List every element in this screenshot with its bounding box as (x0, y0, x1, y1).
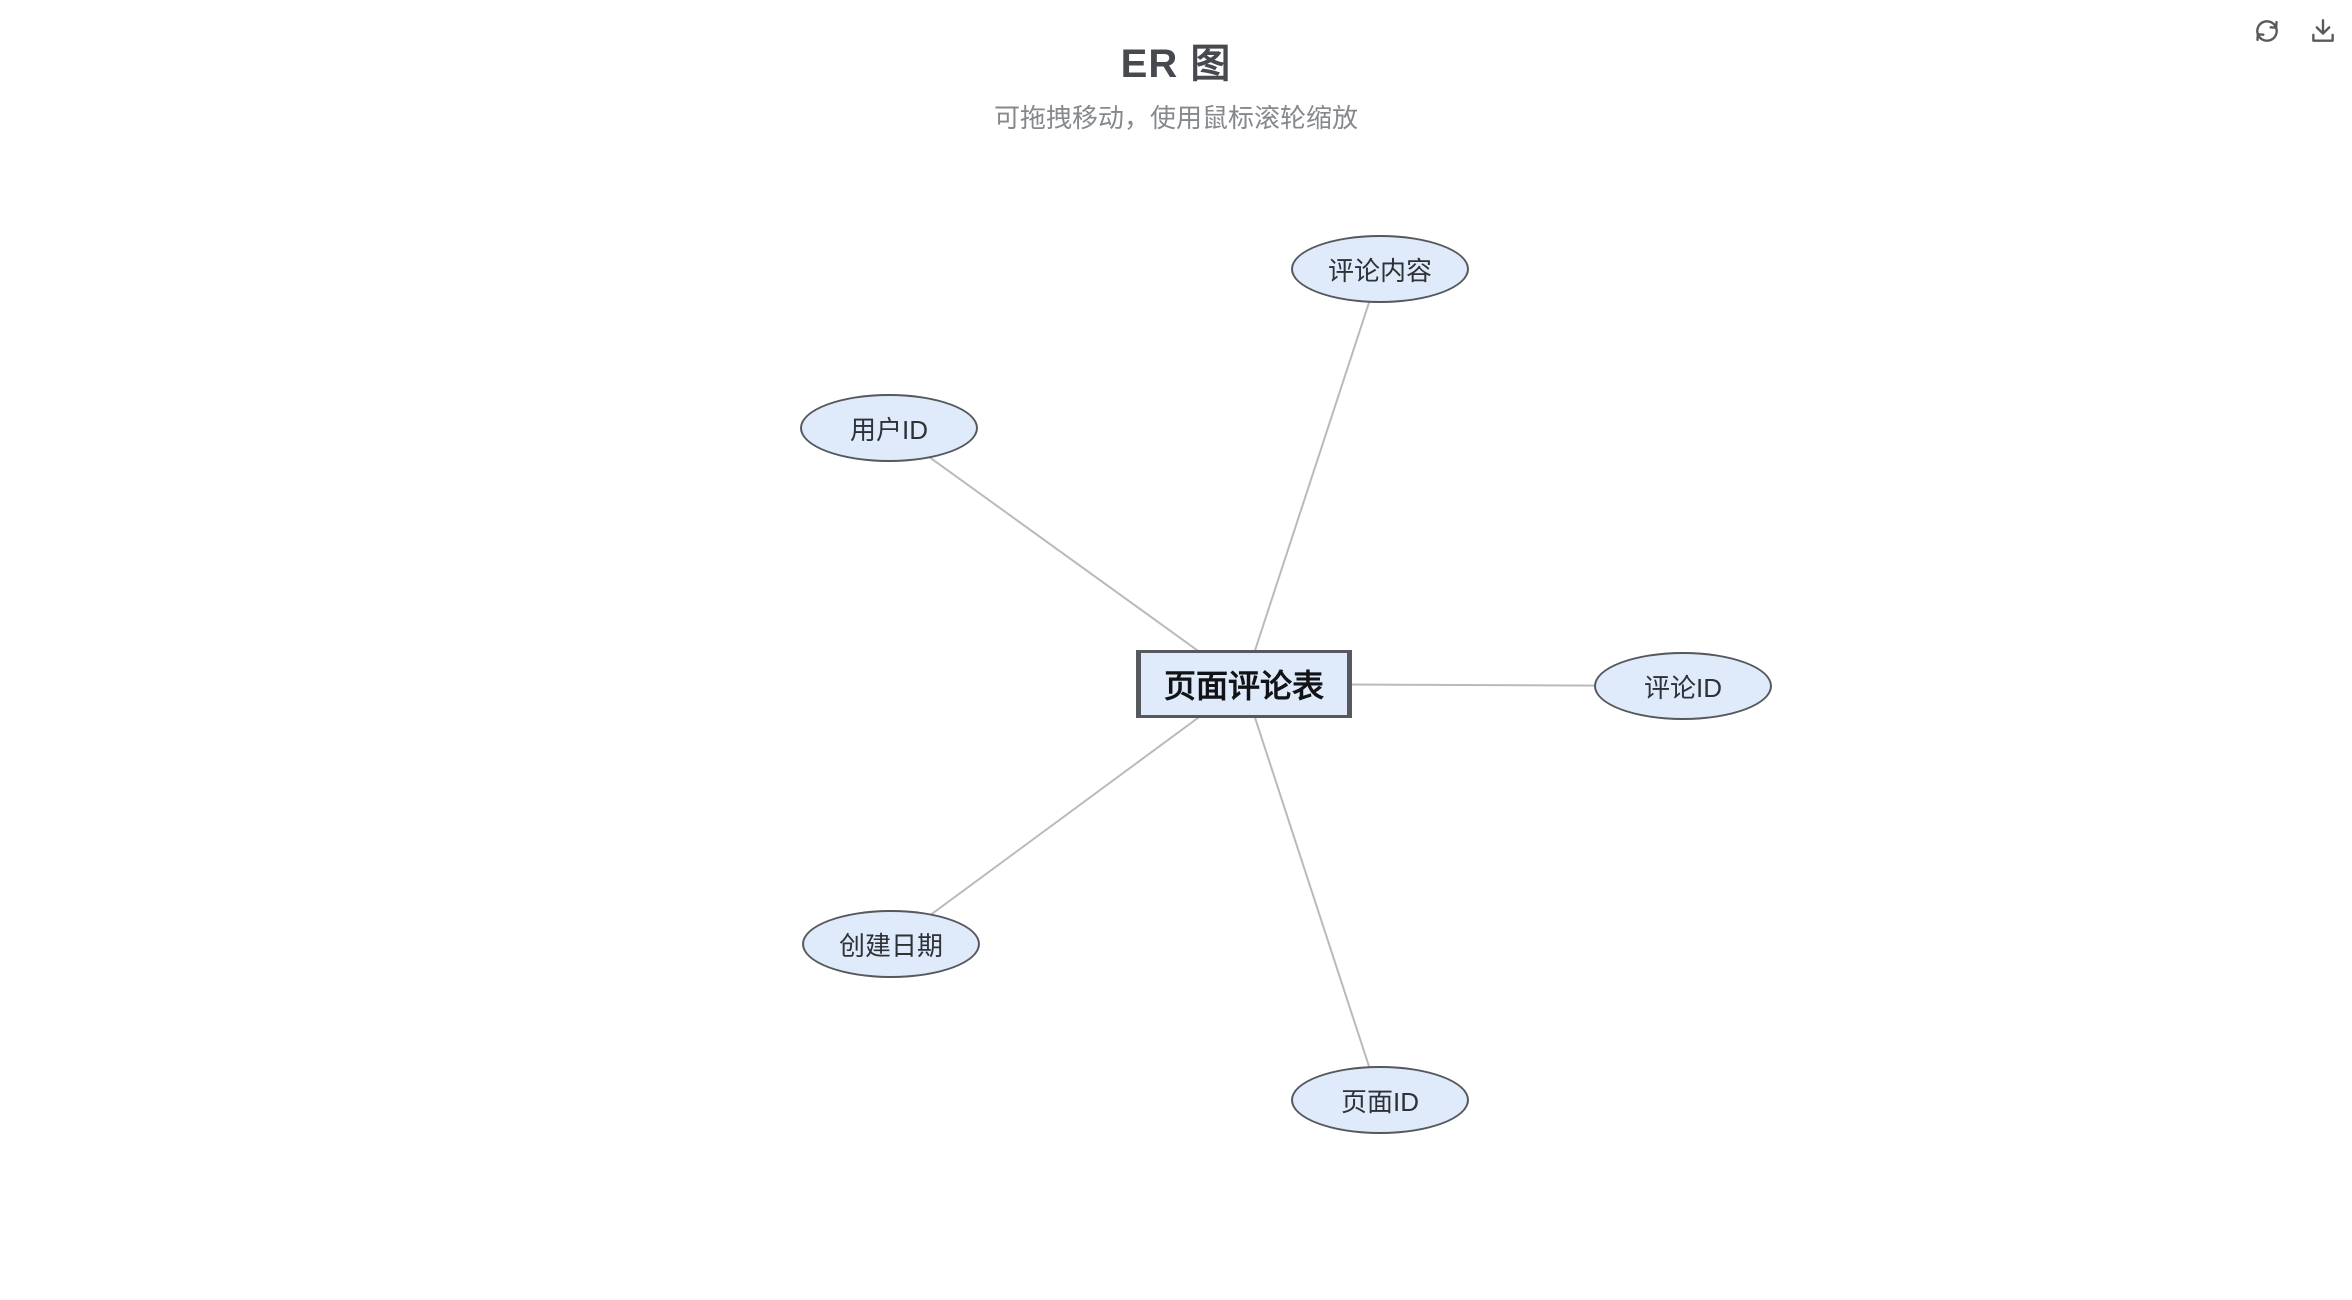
attribute-node[interactable]: 用户ID (800, 394, 978, 462)
refresh-button[interactable] (2250, 14, 2284, 48)
attribute-node[interactable]: 创建日期 (802, 910, 980, 978)
download-button[interactable] (2306, 14, 2340, 48)
edge-line (890, 683, 1245, 945)
attribute-node-label: 评论ID (1643, 672, 1722, 703)
edge-line (1243, 683, 1381, 1101)
entity-node[interactable]: 页面评论表 (1136, 650, 1352, 718)
attribute-node[interactable]: 评论ID (1594, 652, 1772, 720)
refresh-icon (2256, 20, 2278, 42)
attribute-node-label: 用户ID (849, 414, 928, 445)
entity-node-label: 页面评论表 (1163, 668, 1324, 704)
edge-line (888, 427, 1245, 685)
attribute-node[interactable]: 页面ID (1291, 1066, 1469, 1134)
attribute-node-label: 页面ID (1340, 1086, 1419, 1117)
download-icon (2312, 19, 2334, 42)
toolbar (2250, 14, 2340, 48)
attribute-node-label: 评论内容 (1327, 255, 1432, 286)
attribute-node-label: 创建日期 (838, 930, 943, 961)
attribute-node[interactable]: 评论内容 (1291, 235, 1469, 303)
edge-line (1243, 268, 1381, 685)
